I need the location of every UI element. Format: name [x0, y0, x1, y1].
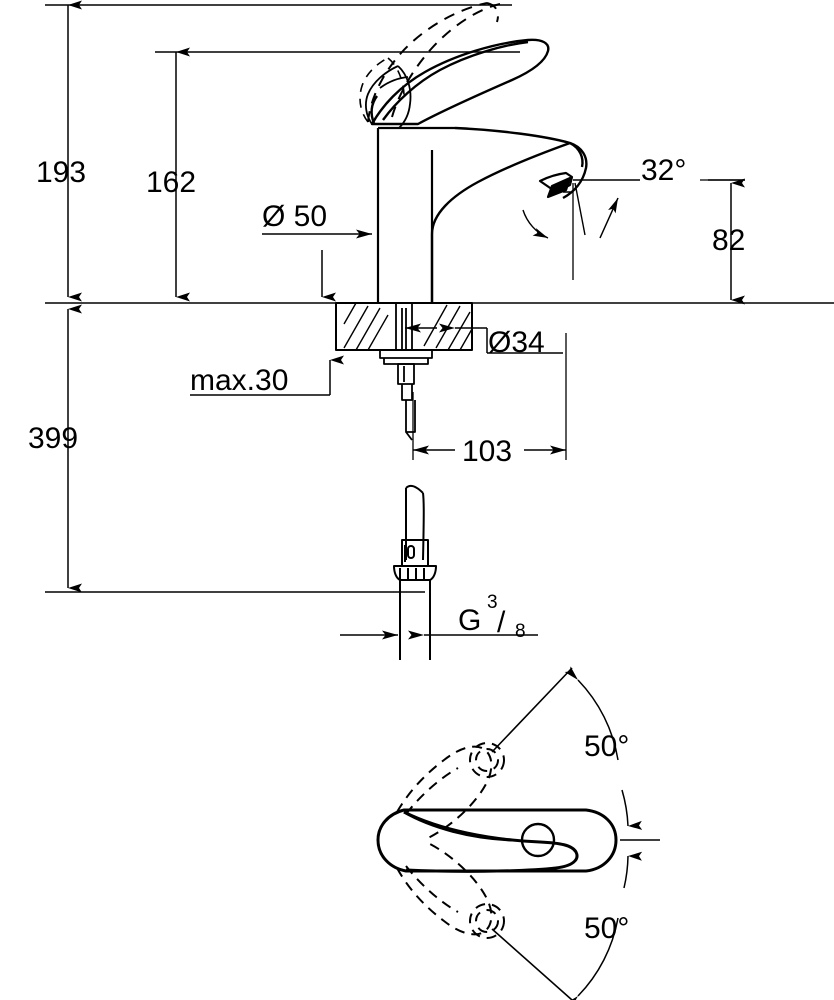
countertop-hatch-right [423, 304, 473, 351]
mounting-threaded-rod [397, 363, 416, 441]
label-50deg-upper: 50° [584, 730, 629, 763]
extension-lines [45, 4, 834, 593]
label-82: 82 [712, 224, 745, 257]
dimension-max30 [190, 355, 344, 396]
countertop-hatch-left [343, 302, 389, 351]
dimension-82 [700, 178, 745, 305]
plan-angular-dimension-lower [491, 851, 643, 1000]
countertop-section [335, 302, 473, 351]
label-thread-g38: G 3 / 8 [458, 592, 526, 642]
lever-handle-outline [370, 38, 550, 126]
label-thread-den: 8 [515, 621, 526, 642]
label-thread-slash: / [497, 606, 506, 639]
label-103: 103 [462, 435, 512, 468]
label-399: 399 [28, 422, 78, 455]
label-d34: Ø34 [488, 326, 545, 359]
faucet-spout-outline [430, 126, 588, 303]
label-max30: max.30 [190, 364, 288, 397]
plan-angular-dimension-upper [491, 666, 660, 841]
label-162: 162 [146, 166, 196, 199]
lever-collar-raised-phantom [359, 57, 405, 123]
faucet-body-outline [376, 126, 455, 303]
dimension-text-layer: 193 162 Ø 50 399 max.30 Ø34 103 32° 82 G… [28, 154, 745, 945]
label-thread-num: 3 [487, 592, 498, 613]
label-32deg: 32° [641, 154, 686, 187]
plan-handle-solid [376, 808, 618, 873]
plan-handle-pivot-hole [520, 822, 556, 858]
lever-handle-raised-phantom [367, 2, 501, 123]
dimension-d50 [262, 229, 372, 302]
label-d50: Ø 50 [262, 200, 327, 233]
label-50deg-lower: 50° [584, 912, 629, 945]
label-thread-g: G [458, 604, 481, 637]
spout-aerator [538, 171, 574, 199]
plan-handle-rotated-up-phantom [396, 742, 505, 839]
connection-hose-assembly [393, 484, 437, 660]
dimension-103 [412, 333, 567, 460]
mounting-washer [379, 350, 433, 365]
mounting-shank [395, 303, 413, 350]
plan-handle-rotated-down-phantom [396, 842, 505, 939]
label-193: 193 [36, 156, 86, 189]
